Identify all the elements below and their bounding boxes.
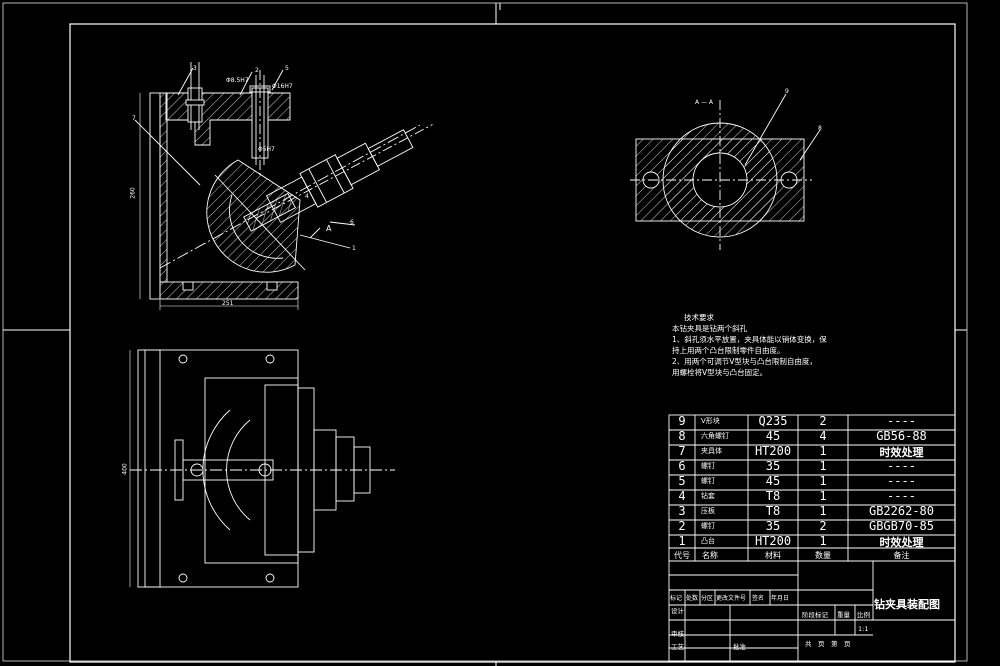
bom-cell-qty: 1 [819,459,827,473]
bom-cell-qty: 1 [819,504,827,518]
bom-cell-no: 3 [678,504,686,518]
tech-heading: 技术要求 [684,313,714,322]
title-block [668,560,956,662]
process-label: 工艺 [671,643,684,651]
bom-cell-note: ---- [887,459,916,473]
tech-line: 用螺栓将V型块与凸台固定。 [672,368,768,377]
balloon-8: 8 [818,125,822,132]
bom-cell-no: 7 [678,444,686,458]
scale-value: 1:1 [858,625,869,633]
bom-cell-qty: 1 [819,474,827,488]
bom-cell-no: 2 [678,519,686,533]
bom-cell-material: HT200 [754,444,792,458]
balloon-9: 9 [785,88,789,95]
scale-label: 比例 [857,611,870,619]
design-label: 设计 [671,607,684,615]
bom-cell-no: 6 [678,459,686,473]
review-label: 审核 [671,630,684,638]
balloon-4: 4 [305,193,309,200]
tech-line: 1、斜孔须水平放置，夹具体能以销体变换，保 [672,335,827,344]
balloon-5: 5 [285,65,289,72]
plan-view [129,349,395,588]
balloon-2: 2 [255,67,259,74]
bom-header-no: 代号 [674,551,690,560]
dim-width: 251 [222,300,234,307]
arrow-label-a: A [326,224,332,233]
approve-label: 批准 [733,643,746,651]
bom-cell-qty: 1 [819,444,827,458]
balloon-1: 1 [352,245,356,252]
drawing-title: 钻夹具装配图 [874,598,940,611]
bom-cell-no: 5 [678,474,686,488]
weight-label: 重量 [837,611,850,619]
bom-cell-no: 1 [678,534,686,548]
bom-cell-name: 凸台 [701,537,715,545]
bom-cell-qty: 4 [819,429,827,443]
bom-cell-note: ---- [887,474,916,488]
section-view [630,93,821,250]
bom-header-note: 备注 [893,551,910,560]
bom-cell-qty: 1 [819,534,827,548]
balloon-3: 3 [193,65,197,72]
bom-cell-material: 35 [765,519,781,533]
bom-cell-note: GB2262-80 [868,504,935,518]
bom-cell-material: T8 [765,504,781,518]
bom-header-material: 材料 [765,551,781,560]
bom-cell-name: 螺钉 [701,462,715,470]
section-label: A — A [695,99,714,106]
bom-cell-qty: 2 [819,519,827,533]
stage-label: 阶段标记 [802,611,828,619]
bom-cell-material: 45 [765,474,781,488]
bom-cell-name: 螺钉 [701,522,715,530]
bom-cell-no: 8 [678,429,686,443]
dim-height: 260 [129,187,137,199]
bom-cell-note: ---- [887,489,916,503]
bom-cell-no: 9 [678,414,686,428]
revision-header-cell: 更改文件号 [716,595,747,602]
bom-cell-material: Q235 [758,414,788,428]
bom-cell-name: 钻套 [701,492,715,500]
revision-header-cell: 签名 [752,595,765,602]
bom-cell-name: 螺钉 [701,477,715,485]
bom-table [668,414,956,562]
balloon-7: 7 [132,115,136,122]
dim-plan: 400 [121,463,129,475]
bom-cell-name: 夹具体 [701,447,722,455]
bom-header-qty: 数量 [815,551,831,560]
balloon-6: 6 [350,219,354,226]
tech-requirements: 技术要求 本钻夹具是钻两个斜孔 1、斜孔须水平放置，夹具体能以销体变换，保 持上… [672,312,872,378]
bom-cell-note: ---- [887,414,916,428]
bom-cell-material: T8 [765,489,781,503]
front-view [134,62,433,310]
callout-fit: Φ16H7 [272,83,293,90]
bom-cell-qty: 2 [819,414,827,428]
bom-cell-no: 4 [678,489,686,503]
revision-header-cell: 标记 [670,595,683,602]
tech-line: 2、用两个可调节V型块与凸台限制自由度， [672,357,817,366]
bom-cell-material: 45 [765,429,781,443]
drawing-frame [2,2,968,666]
revision-header-cell: 分区 [701,595,714,602]
bom-header-name: 名称 [702,551,718,560]
bom-cell-note: GBGB70-85 [868,519,935,533]
callout-slot: Φ5H7 [258,146,275,153]
callout-hole: Φ8.5H7 [226,77,249,84]
bom-cell-qty: 1 [819,489,827,503]
sheets-label: 共 页 第 页 [805,640,851,648]
bom-cell-note: 时效处理 [879,446,924,459]
bom-cell-note: 时效处理 [879,536,924,549]
bom-cell-name: 压板 [701,507,715,515]
bom-cell-material: 35 [765,459,781,473]
revision-header-cell: 处数 [686,595,699,602]
bom-cell-name: 六角螺钉 [701,432,729,440]
revision-header-cell: 年月日 [771,595,790,602]
bom-cell-note: GB56-88 [876,429,927,443]
tech-line: 持上用两个凸台限制零件自由度。 [672,346,785,355]
bom-cell-name: V形块 [701,417,720,425]
tech-line: 本钻夹具是钻两个斜孔 [672,324,747,333]
bom-cell-material: HT200 [754,534,792,548]
